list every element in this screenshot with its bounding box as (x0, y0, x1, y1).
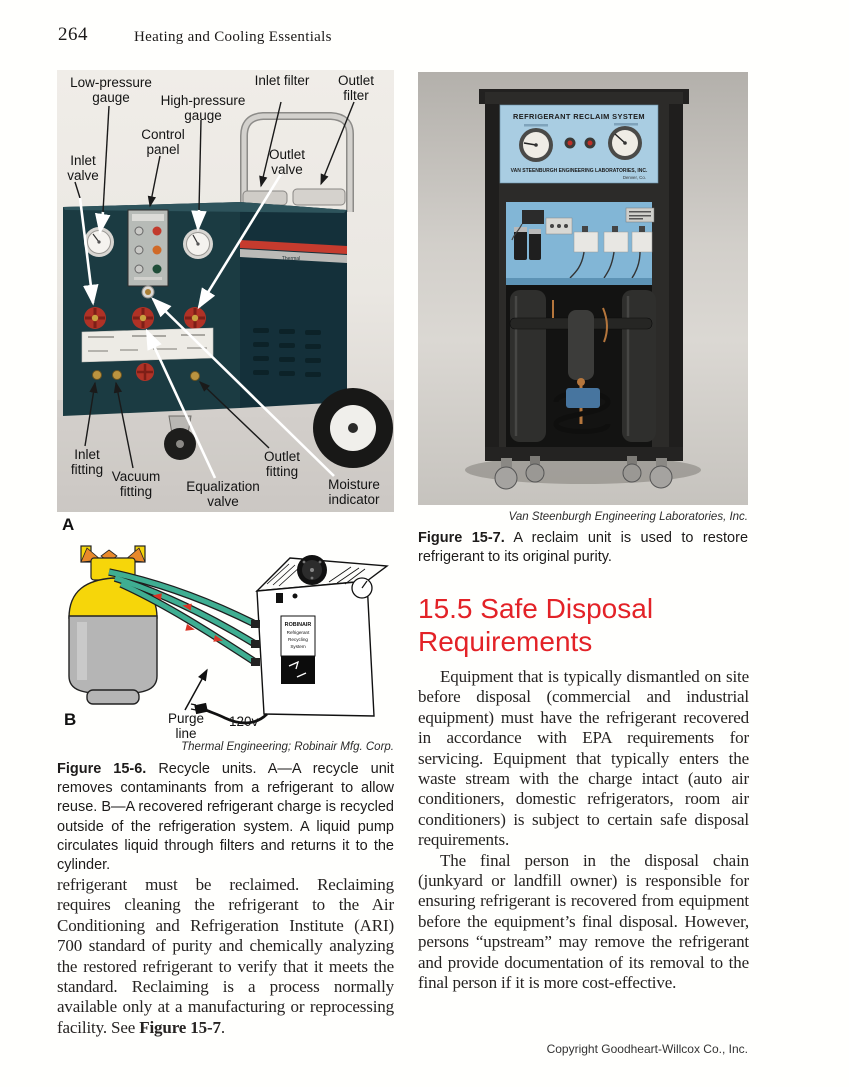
panel-city-text: Denver, Co. (623, 175, 646, 180)
machine-side-panel (240, 202, 347, 408)
running-head: Heating and Cooling Essentials (134, 29, 332, 45)
robinair-label-line1: ROBINAIR (285, 622, 312, 628)
panel-gauges (519, 123, 642, 162)
figure-15-6-caption-text: Recycle units. A—A recycle unit removes … (57, 761, 395, 874)
caster-wheel (164, 415, 196, 460)
service-valves (84, 307, 206, 329)
reclaim-unit-photo-illustration: REFRIGERANT RECLAIM SYSTEM VAN STEENBURG… (465, 89, 701, 490)
power-cord (190, 702, 268, 725)
purge-line-leader (184, 668, 208, 711)
high-pressure-gauge (183, 229, 213, 259)
left-body-text: refrigerant must be reclaimed. Reclaimin… (57, 875, 394, 1037)
panel-maker-text: VAN STEENBURGH ENGINEERING LABORATORIES,… (511, 168, 648, 174)
robinair-label-line2: Refrigerant (287, 630, 310, 635)
frame-left-rail (485, 104, 499, 454)
callout-inlet-filter: Inlet filter (254, 73, 310, 88)
callout-outlet-fitting: Outlet fitting (263, 449, 301, 479)
callout-high-pressure-gauge: High-pressure gauge (160, 93, 246, 123)
robinair-label-line3: Recycling (288, 637, 308, 642)
figure-15-7-photo: REFRIGERANT RECLAIM SYSTEM VAN STEENBURG… (418, 72, 748, 505)
robinair-label-line4: System (290, 644, 305, 649)
figure-15-7-reference: Figure 15-7 (139, 1017, 221, 1037)
figure-15-7-caption: Figure 15-7. A reclaim unit is used to r… (418, 529, 748, 567)
page-number: 264 (58, 24, 88, 45)
red-stripe (240, 240, 347, 254)
figure-15-6-caption-label: Figure 15-6. (57, 761, 147, 777)
recycle-diagram-illustration: ROBINAIR Refrigerant Recycling System (68, 545, 389, 725)
thermal-brand-text: Thermal (282, 256, 300, 262)
callout-inlet-fitting: Inlet fitting (70, 447, 104, 477)
panel-title-text: REFRIGERANT RECLAIM SYSTEM (513, 112, 645, 121)
figure-reference-period: . (220, 1017, 225, 1037)
figure-15-6-part-b-drawing: ROBINAIR Refrigerant Recycling System Pu… (57, 538, 394, 743)
callout-120v: 120v (229, 714, 259, 729)
floor-shadow (465, 456, 701, 484)
callout-outlet-valve: Outlet valve (268, 147, 306, 177)
big-wheel (313, 388, 393, 468)
hose-fittings (92, 363, 200, 381)
callout-equalization-valve: Equalization valve (186, 479, 260, 509)
callout-low-pressure-gauge: Low-pressure gauge (70, 75, 152, 105)
board-shelf (506, 278, 652, 285)
figure-15-6-credit: Thermal Engineering; Robinair Mfg. Corp. (181, 741, 394, 753)
white-leader-lines (78, 173, 335, 479)
callout-inlet-valve: Inlet valve (67, 153, 99, 183)
callout-purge-line: Purge line (167, 711, 205, 741)
section-paragraph-1: Equipment that is typically dismantled o… (418, 667, 749, 850)
recycler-box (251, 555, 389, 717)
callout-vacuum-fitting: Vacuum fitting (111, 469, 161, 499)
moisture-indicator-glass (141, 285, 155, 299)
control-panel (127, 209, 169, 287)
side-vents (253, 328, 321, 377)
frame-right-rail (669, 104, 683, 454)
cabinet-base (485, 447, 683, 461)
figure-15-7-caption-label: Figure 15-7. (418, 530, 505, 546)
recycle-unit-photo-illustration: Thermal (57, 101, 394, 512)
figure-part-b-label: B (64, 710, 77, 729)
figure-15-6-part-a-photo: Thermal (57, 70, 394, 512)
outlet-filter-canister (292, 188, 346, 206)
cart-handle (241, 113, 353, 212)
left-column-body: refrigerant must be reclaimed. Reclaimin… (57, 875, 394, 1038)
copyright-line: Copyright Goodheart-Willcox Co., Inc. (546, 1042, 748, 1056)
black-leader-lines (74, 101, 355, 469)
brand-band (240, 249, 347, 263)
figure-15-6-caption: Figure 15-6. Recycle units. A—A recycle … (57, 760, 394, 875)
figure-15-7-credit: Van Steenburgh Engineering Laboratories,… (508, 511, 748, 523)
electrical-components (511, 207, 655, 279)
callout-control-panel: Control panel (141, 127, 185, 157)
figure-15-7-caption-text: A reclaim unit is used to restore refrig… (418, 530, 749, 566)
casters (494, 456, 673, 490)
figure-part-a-label: A (62, 515, 75, 534)
section-paragraph-2: The final person in the disposal chain (… (418, 850, 749, 993)
flow-arrows (152, 593, 223, 642)
section-heading-15-5: 15.5 Safe Disposal Requirements (418, 593, 654, 657)
callout-moisture-indicator: Moisture indicator (328, 477, 380, 507)
callout-outlet-filter: Outlet filter (337, 73, 375, 103)
interior-components (509, 290, 656, 442)
section-body: Equipment that is typically dismantled o… (418, 667, 749, 994)
